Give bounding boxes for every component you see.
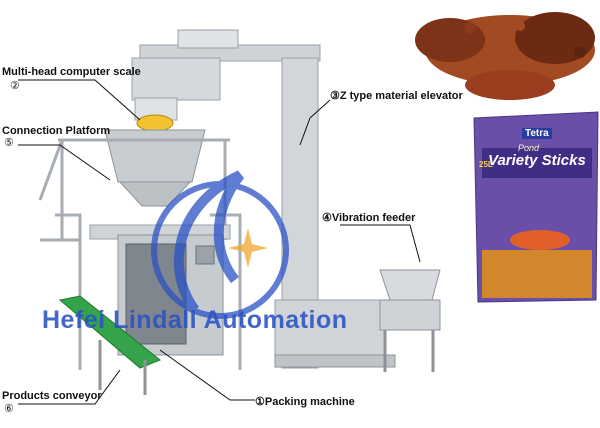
scale-label: Multi-head computer scale — [2, 66, 141, 78]
product-bag-image — [473, 111, 599, 303]
vibration-feeder — [379, 269, 441, 372]
connection-platform — [38, 138, 242, 370]
conveyor-number: ⑥ — [4, 403, 14, 415]
watermark-logo — [151, 170, 289, 319]
bag-brand: Tetra — [522, 128, 552, 139]
leader-lines — [18, 79, 421, 405]
platform-number: ⑤ — [4, 137, 14, 149]
products-conveyor — [58, 295, 161, 395]
bag-line-pond: Pond — [518, 143, 540, 153]
pellet-pile-image — [415, 12, 595, 100]
bag-product-name: Variety Sticks — [488, 152, 586, 169]
watermark-text: Hefei Lindall Automation — [42, 306, 348, 334]
conveyor-label: Products conveyor — [2, 390, 102, 402]
bag-size: 25L — [479, 160, 493, 169]
scale-number: ② — [10, 80, 20, 92]
feeder-label: ④Vibration feeder — [322, 212, 416, 224]
packing-label: ①Packing machine — [255, 396, 355, 408]
platform-label: Connection Platform — [2, 125, 111, 137]
z-elevator — [131, 29, 396, 369]
elevator-label: ③Z type material elevator — [330, 90, 463, 102]
multihead-scale — [104, 97, 206, 207]
